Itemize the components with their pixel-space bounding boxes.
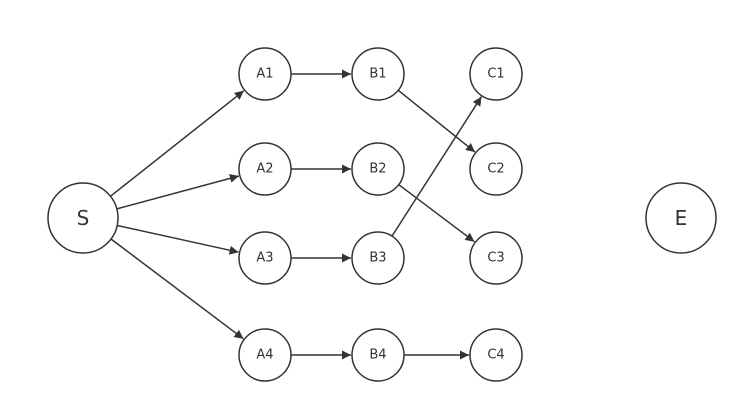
node-a2: A2 xyxy=(238,142,292,196)
edge-b3-c1 xyxy=(391,96,483,237)
node-label: B1 xyxy=(369,67,386,82)
edge-b1-c2 xyxy=(397,89,476,153)
node-e: E xyxy=(645,182,717,254)
node-circle xyxy=(351,142,405,196)
node-circle xyxy=(238,231,292,285)
node-a3: A3 xyxy=(238,231,292,285)
node-label: C1 xyxy=(487,67,504,82)
node-label: A3 xyxy=(256,251,273,266)
node-label: C4 xyxy=(487,348,504,363)
node-circle xyxy=(351,231,405,285)
edge-s-a2 xyxy=(116,173,240,210)
node-label: B2 xyxy=(369,162,386,177)
node-b3: B3 xyxy=(351,231,405,285)
node-circle xyxy=(645,182,717,254)
node-c2: C2 xyxy=(469,142,523,196)
node-c3: C3 xyxy=(469,231,523,285)
edges-layer xyxy=(109,69,483,360)
edge-s-a4 xyxy=(110,238,244,340)
node-a4: A4 xyxy=(238,328,292,382)
node-circle xyxy=(238,47,292,101)
node-circle xyxy=(238,142,292,196)
node-s: S xyxy=(47,182,119,254)
node-b2: B2 xyxy=(351,142,405,196)
node-circle xyxy=(469,142,523,196)
node-circle xyxy=(351,47,405,101)
node-label: A2 xyxy=(256,162,273,177)
node-c1: C1 xyxy=(469,47,523,101)
node-label: B4 xyxy=(369,348,386,363)
edge-s-a3 xyxy=(117,224,239,255)
node-circle xyxy=(469,47,523,101)
node-label: C3 xyxy=(487,251,504,266)
node-circle xyxy=(469,231,523,285)
node-a1: A1 xyxy=(238,47,292,101)
edge-b2-c3 xyxy=(398,184,475,243)
node-label: A4 xyxy=(256,348,273,363)
node-label: B3 xyxy=(369,251,386,266)
node-c4: C4 xyxy=(469,328,523,382)
node-b1: B1 xyxy=(351,47,405,101)
node-label: E xyxy=(675,206,688,230)
node-circle xyxy=(47,182,119,254)
node-label: S xyxy=(77,206,90,230)
node-circle xyxy=(351,328,405,382)
node-circle xyxy=(238,328,292,382)
node-label: C2 xyxy=(487,162,504,177)
node-b4: B4 xyxy=(351,328,405,382)
node-circle xyxy=(469,328,523,382)
node-label: A1 xyxy=(256,67,273,82)
edge-s-a1 xyxy=(109,90,245,197)
